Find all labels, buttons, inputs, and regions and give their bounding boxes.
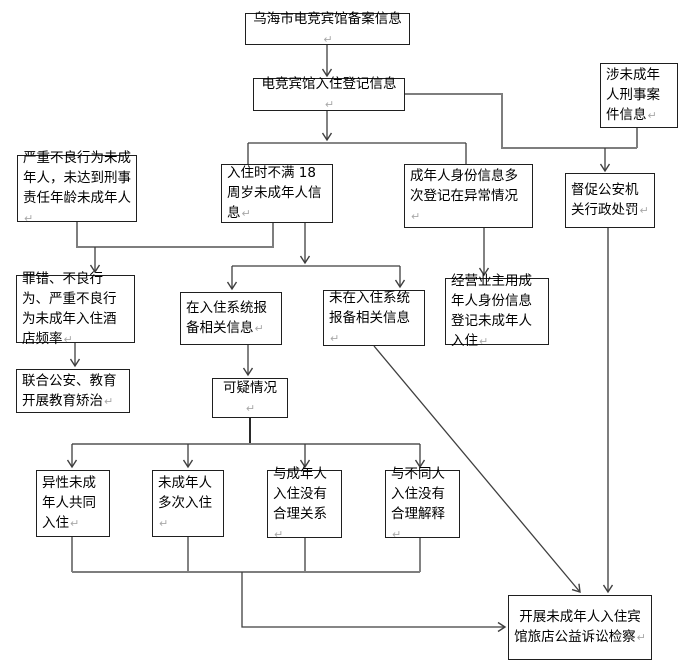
node-label: 电竞宾馆入住登记信息 xyxy=(261,76,397,92)
return-mark-icon: ↵ xyxy=(323,32,333,46)
node-label: 与成年人入住没有合理关系 xyxy=(273,465,327,522)
node-label: 经营业主用成年人身份信息登记未成年人入住 xyxy=(451,273,532,349)
node-label: 成年人身份信息多次登记在异常情况 xyxy=(410,167,518,204)
flow-node-urge-police-penalty: 督促公安机关行政处罚↵ xyxy=(565,173,655,228)
return-mark-icon: ↵ xyxy=(392,527,402,541)
flow-node-misconduct-minor-hotel-frequency: 罪错、不良行为、严重不良行为未成年入住酒店频率↵ xyxy=(16,271,135,347)
flow-node-suspicious-situation: 可疑情况 ↵ xyxy=(212,378,288,418)
flow-node-owner-uses-adult-id: 经营业主用成年人身份信息登记未成年人入住↵ xyxy=(445,273,549,349)
connector-group xyxy=(66,45,638,633)
flow-node-serious-misconduct-minors: 严重不良行为未成年人，未达到刑事责任年龄未成年人 ↵ xyxy=(17,150,137,225)
flow-node-different-people-no-explanation: 与不同人入住没有合理解释 ↵ xyxy=(385,466,460,541)
return-mark-icon: ↵ xyxy=(639,204,649,217)
flow-node-public-interest-litigation: 开展未成年人入住宾馆旅店公益诉讼检察↵ xyxy=(508,595,652,660)
node-label: 乌海市电竞宾馆备案信息 xyxy=(253,10,402,27)
node-label: 未在入住系统报备相关信息 xyxy=(329,289,410,326)
connector-line xyxy=(241,572,507,633)
flow-node-checkin-registration-info: 电竞宾馆入住登记信息 ↵ xyxy=(253,76,405,111)
return-mark-icon: ↵ xyxy=(241,207,251,220)
node-label: 开展未成年人入住宾馆旅店公益诉讼检察 xyxy=(514,609,641,645)
flow-node-opposite-sex-minors-cohabit: 异性未成年人共同入住↵ xyxy=(36,470,110,537)
flow-node-adult-no-reasonable-relation: 与成年人入住没有合理关系 ↵ xyxy=(267,466,342,541)
node-label: 与不同人入住没有合理解释 xyxy=(391,465,445,522)
flow-node-not-reported-in-system: 未在入住系统报备相关信息 ↵ xyxy=(323,290,425,346)
node-label: 联合公安、教育开展教育矫治 xyxy=(22,372,117,409)
node-label: 督促公安机关行政处罚 xyxy=(571,182,639,218)
node-label: 严重不良行为未成年人，未达到刑事责任年龄未成年人 xyxy=(23,150,131,206)
node-label: 在入住系统报备相关信息 xyxy=(186,300,267,336)
node-label: 入住时不满 18 周岁未成年人信息 xyxy=(227,165,322,221)
node-label: 涉未成年人刑事案件信息 xyxy=(606,67,660,123)
node-label: 罪错、不良行为、严重不良行为未成年入住酒店频率 xyxy=(22,270,117,347)
return-mark-icon: ↵ xyxy=(411,209,421,223)
return-mark-icon: ↵ xyxy=(479,335,489,348)
node-label: 未成年人多次入住 xyxy=(158,475,212,511)
return-mark-icon: ↵ xyxy=(274,527,284,541)
return-mark-icon: ↵ xyxy=(254,322,264,335)
flow-node-joint-education-correction: 联合公安、教育开展教育矫治↵ xyxy=(16,369,130,413)
flow-node-adult-id-abnormal-registration: 成年人身份信息多次登记在异常情况 ↵ xyxy=(404,164,533,228)
return-mark-icon: ↵ xyxy=(647,109,657,122)
return-mark-icon: ↵ xyxy=(636,631,646,644)
node-label: 可疑情况 xyxy=(223,379,277,396)
node-label: 异性未成年人共同入住 xyxy=(42,475,96,531)
connector-line xyxy=(76,222,274,248)
flow-node-under-18-checkin-info: 入住时不满 18 周岁未成年人信息↵ xyxy=(221,164,333,223)
connector-line xyxy=(405,93,637,149)
return-mark-icon: ↵ xyxy=(24,212,34,225)
return-mark-icon: ↵ xyxy=(63,332,73,346)
return-mark-icon: ↵ xyxy=(245,401,256,415)
return-mark-icon: ↵ xyxy=(70,517,80,530)
flow-node-reported-in-system: 在入住系统报备相关信息↵ xyxy=(180,292,282,345)
flow-node-minor-multiple-checkins: 未成年人多次入住 ↵ xyxy=(152,470,224,537)
connector-line xyxy=(373,345,581,593)
return-mark-icon: ↵ xyxy=(104,394,114,408)
return-mark-icon: ↵ xyxy=(159,517,169,530)
return-mark-icon: ↵ xyxy=(330,331,340,345)
flow-node-filing-info: 乌海市电竞宾馆备案信息 ↵ xyxy=(245,10,410,46)
flow-node-minor-criminal-case-info: 涉未成年人刑事案件信息↵ xyxy=(600,63,678,128)
return-mark-icon: ↵ xyxy=(324,98,335,111)
